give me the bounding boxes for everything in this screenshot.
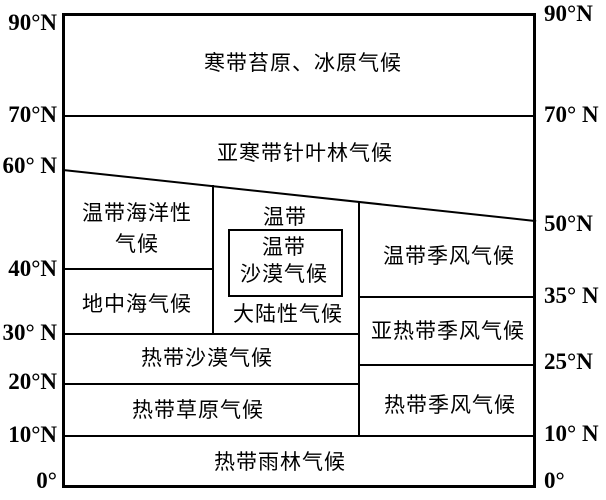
zone-mediterranean: 地中海气候	[82, 292, 192, 316]
zone-temperate-monsoon: 温带季风气候	[383, 244, 515, 268]
zone-tropical-monsoon: 热带季风气候	[384, 393, 516, 417]
lat-line-35n	[359, 296, 536, 298]
zone-tropical-savanna: 热带草原气候	[132, 398, 264, 422]
lat-label-right-10n: 10° N	[544, 421, 599, 446]
lat-label-left-40n: 40°N	[8, 256, 57, 281]
lat-label-right-35n: 35° N	[544, 283, 599, 308]
zone-temperate-oceanic-line1: 温带海洋性	[82, 201, 192, 225]
diagram-outer-border	[62, 13, 536, 488]
lat-label-left-30n: 30° N	[2, 320, 57, 345]
lat-line-70n	[62, 115, 536, 117]
lat-label-left-60n: 60° N	[2, 153, 57, 178]
lat-label-right-0: 0°	[544, 468, 565, 493]
lat-label-left-20n: 20°N	[8, 369, 57, 394]
zone-temperate-continental-line2: 大陆性气候	[233, 302, 343, 326]
lat-label-left-90n: 90°N	[8, 10, 57, 35]
zone-subtropical-monsoon: 亚热带季风气候	[371, 319, 525, 343]
zone-temperate-desert-line2: 沙漠气候	[240, 262, 328, 286]
zone-temperate-continental-line1: 温带	[263, 205, 307, 229]
zone-temperate-desert-line1: 温带	[262, 235, 306, 259]
lat-label-right-90n: 90°N	[544, 1, 593, 26]
column-divider-west	[212, 185, 214, 334]
column-divider-east	[358, 201, 360, 436]
temperate-desert-inner-box	[228, 229, 343, 297]
zone-tropical-rainforest: 热带雨林气候	[214, 450, 346, 474]
lat-label-left-70n: 70°N	[8, 102, 57, 127]
zone-tropical-desert: 热带沙漠气候	[141, 346, 273, 370]
lat-line-10n	[62, 435, 536, 437]
lat-label-right-70n: 70° N	[544, 102, 599, 127]
lat-line-40n	[62, 268, 213, 270]
lat-label-left-10n: 10°N	[8, 422, 57, 447]
lat-line-25n	[359, 364, 536, 366]
lat-line-30n	[62, 333, 359, 335]
lat-label-right-25n: 25°N	[544, 349, 593, 374]
lat-line-20n	[62, 383, 359, 385]
zone-polar-tundra-icecap: 寒带苔原、冰原气候	[204, 51, 402, 75]
zone-temperate-oceanic-line2: 气候	[115, 232, 159, 256]
zone-subarctic-coniferous: 亚寒带针叶林气候	[217, 141, 393, 165]
lat-label-left-0: 0°	[36, 468, 57, 493]
lat-label-right-50n: 50°N	[544, 211, 593, 236]
